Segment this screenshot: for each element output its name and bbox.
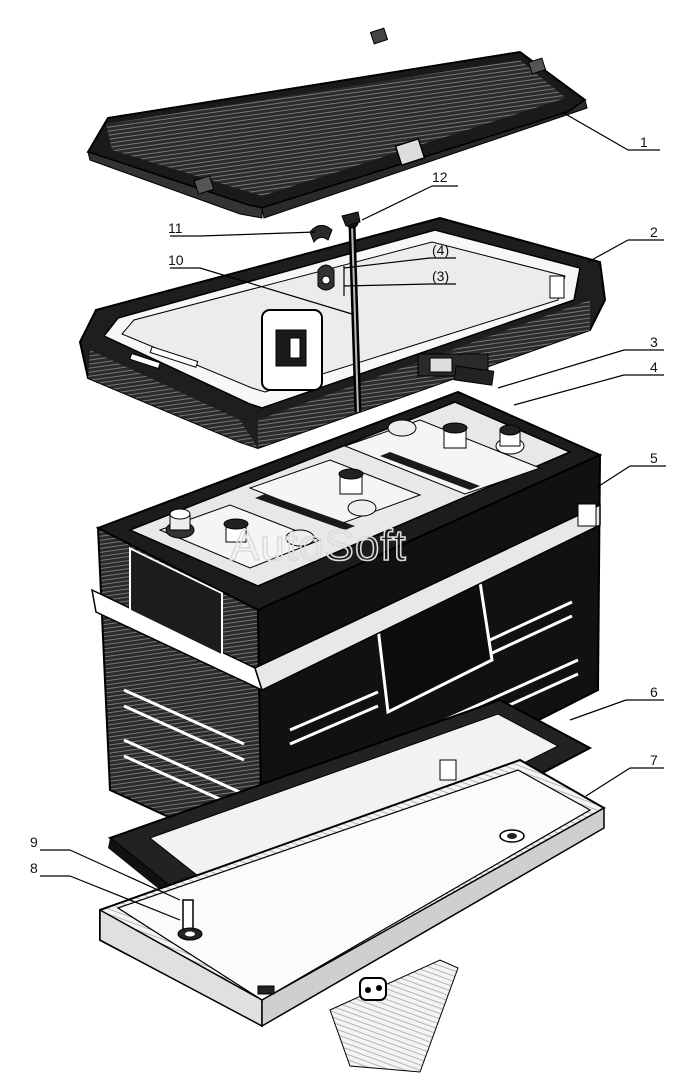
callout-paren-3: (3) [432,268,449,284]
callout-10: 10 [168,252,184,268]
battery-frame [78,216,607,450]
callout-12: 12 [432,169,448,185]
watermark-text: AutoSoft [230,521,407,570]
battery-tray [99,758,606,1028]
terminal-post-left [165,508,195,539]
battery-lid [86,27,588,219]
callout-7: 7 [650,752,658,768]
frame-bracket [261,309,323,391]
callout-labels: 1 2 3 4 5 6 7 8 9 10 11 12 (4) (3) [30,134,658,876]
callout-11: 11 [168,220,183,236]
callout-5: 5 [650,450,658,466]
callout-4: 4 [650,359,658,375]
vent-cap [442,422,468,449]
terminal-post-right [495,424,525,455]
callout-6: 6 [650,684,658,700]
callout-2: 2 [650,224,658,240]
callout-1: 1 [640,134,648,150]
clamp-hook [309,225,335,291]
clamp-rod [341,211,362,413]
frame-latch [417,353,495,386]
callout-9: 9 [30,834,38,850]
mounting-bolt [177,899,203,941]
callout-8: 8 [30,860,38,876]
vent-cap [223,518,249,543]
callout-paren-4: (4) [432,242,449,258]
mounting-bracket [329,959,459,1073]
callout-3: 3 [650,334,658,350]
vent-cap [338,468,364,495]
leader-lines [40,111,666,921]
